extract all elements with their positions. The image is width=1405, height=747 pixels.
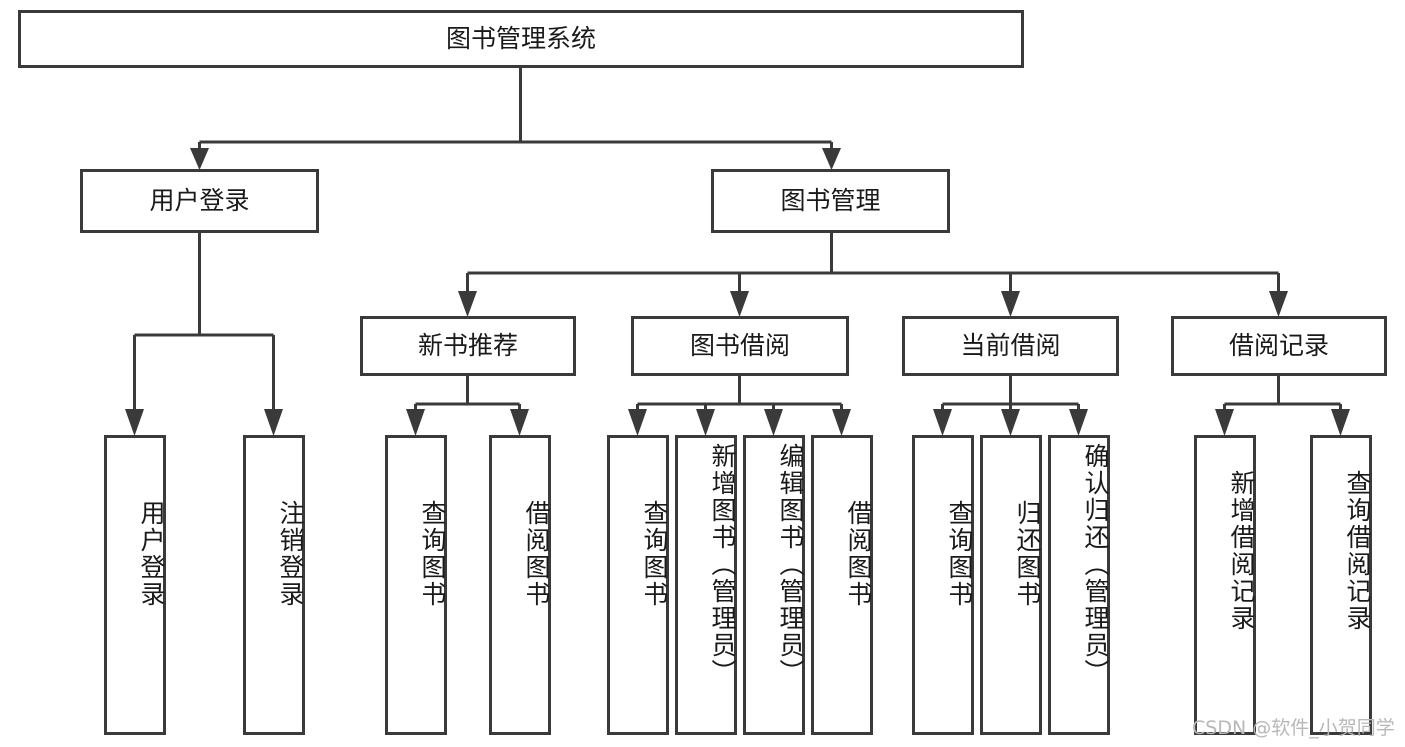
node-leaf-borrow-edit[interactable]	[743, 435, 805, 735]
node-current-borrow-label: 当前借阅	[960, 331, 1060, 360]
arrow-to-leaf-borrow-borrow	[832, 409, 851, 436]
node-user-login[interactable]	[80, 169, 319, 233]
arrow-to-leaf-rec-borrow	[510, 409, 529, 436]
node-book-manage-label: 图书管理	[780, 186, 880, 215]
node-current-borrow[interactable]	[902, 316, 1119, 376]
arrow-to-leaf-rec-add	[1215, 409, 1234, 436]
arrow-to-leaf-cur-confirm	[1069, 409, 1088, 436]
node-leaf-borrow-query[interactable]	[607, 435, 669, 735]
node-leaf-rec-query[interactable]	[385, 435, 447, 735]
node-leaf-user-login[interactable]	[104, 435, 166, 735]
arrow-root-to-book-manage	[822, 148, 841, 170]
arrow-to-leaf-user-login	[125, 409, 144, 436]
node-leaf-borrow-borrow[interactable]	[811, 435, 873, 735]
arrow-to-leaf-rec-query	[406, 409, 425, 436]
node-book-borrow-label: 图书借阅	[690, 331, 790, 360]
connector-layer	[125, 66, 1350, 436]
node-new-book-rec-label: 新书推荐	[418, 331, 518, 360]
node-book-manage[interactable]	[711, 169, 950, 233]
arrow-to-leaf-cur-return	[1001, 409, 1020, 436]
arrow-to-leaf-rec-search	[1331, 409, 1350, 436]
arrow-to-leaf-borrow-edit	[764, 409, 783, 436]
arrow-to-leaf-user-logout	[264, 409, 283, 436]
node-leaf-rec-add[interactable]	[1194, 435, 1256, 735]
arrow-to-leaf-borrow-add	[696, 409, 715, 436]
node-borrow-record-label: 借阅记录	[1229, 331, 1329, 360]
arrow-to-current-borrow	[1001, 291, 1020, 317]
node-leaf-user-logout[interactable]	[243, 435, 305, 735]
arrow-to-leaf-cur-query	[933, 409, 952, 436]
arrow-to-leaf-borrow-query	[628, 409, 647, 436]
node-root-label: 图书管理系统	[446, 24, 596, 53]
arrow-to-borrow-record	[1269, 291, 1288, 317]
node-new-book-rec[interactable]	[360, 316, 576, 376]
node-leaf-borrow-add[interactable]	[675, 435, 737, 735]
node-layer: 图书管理系统 用户登录 图书管理 新书推荐 图书借阅 当前借阅 借阅记录	[18, 10, 1387, 735]
node-leaf-cur-confirm[interactable]	[1048, 435, 1110, 735]
node-leaf-rec-borrow[interactable]	[489, 435, 551, 735]
node-leaf-rec-search[interactable]	[1310, 435, 1372, 735]
node-user-login-label: 用户登录	[149, 186, 249, 215]
arrow-to-book-borrow	[730, 291, 749, 317]
node-root[interactable]	[18, 10, 1024, 68]
node-leaf-cur-return[interactable]	[980, 435, 1042, 735]
watermark: CSDN @软件_小贺同学	[1192, 717, 1395, 739]
node-leaf-cur-query[interactable]	[912, 435, 974, 735]
node-borrow-record[interactable]	[1171, 316, 1387, 376]
arrow-to-new-book-rec	[458, 291, 477, 317]
node-book-borrow[interactable]	[631, 316, 849, 376]
arrow-root-to-user-login	[190, 148, 209, 170]
